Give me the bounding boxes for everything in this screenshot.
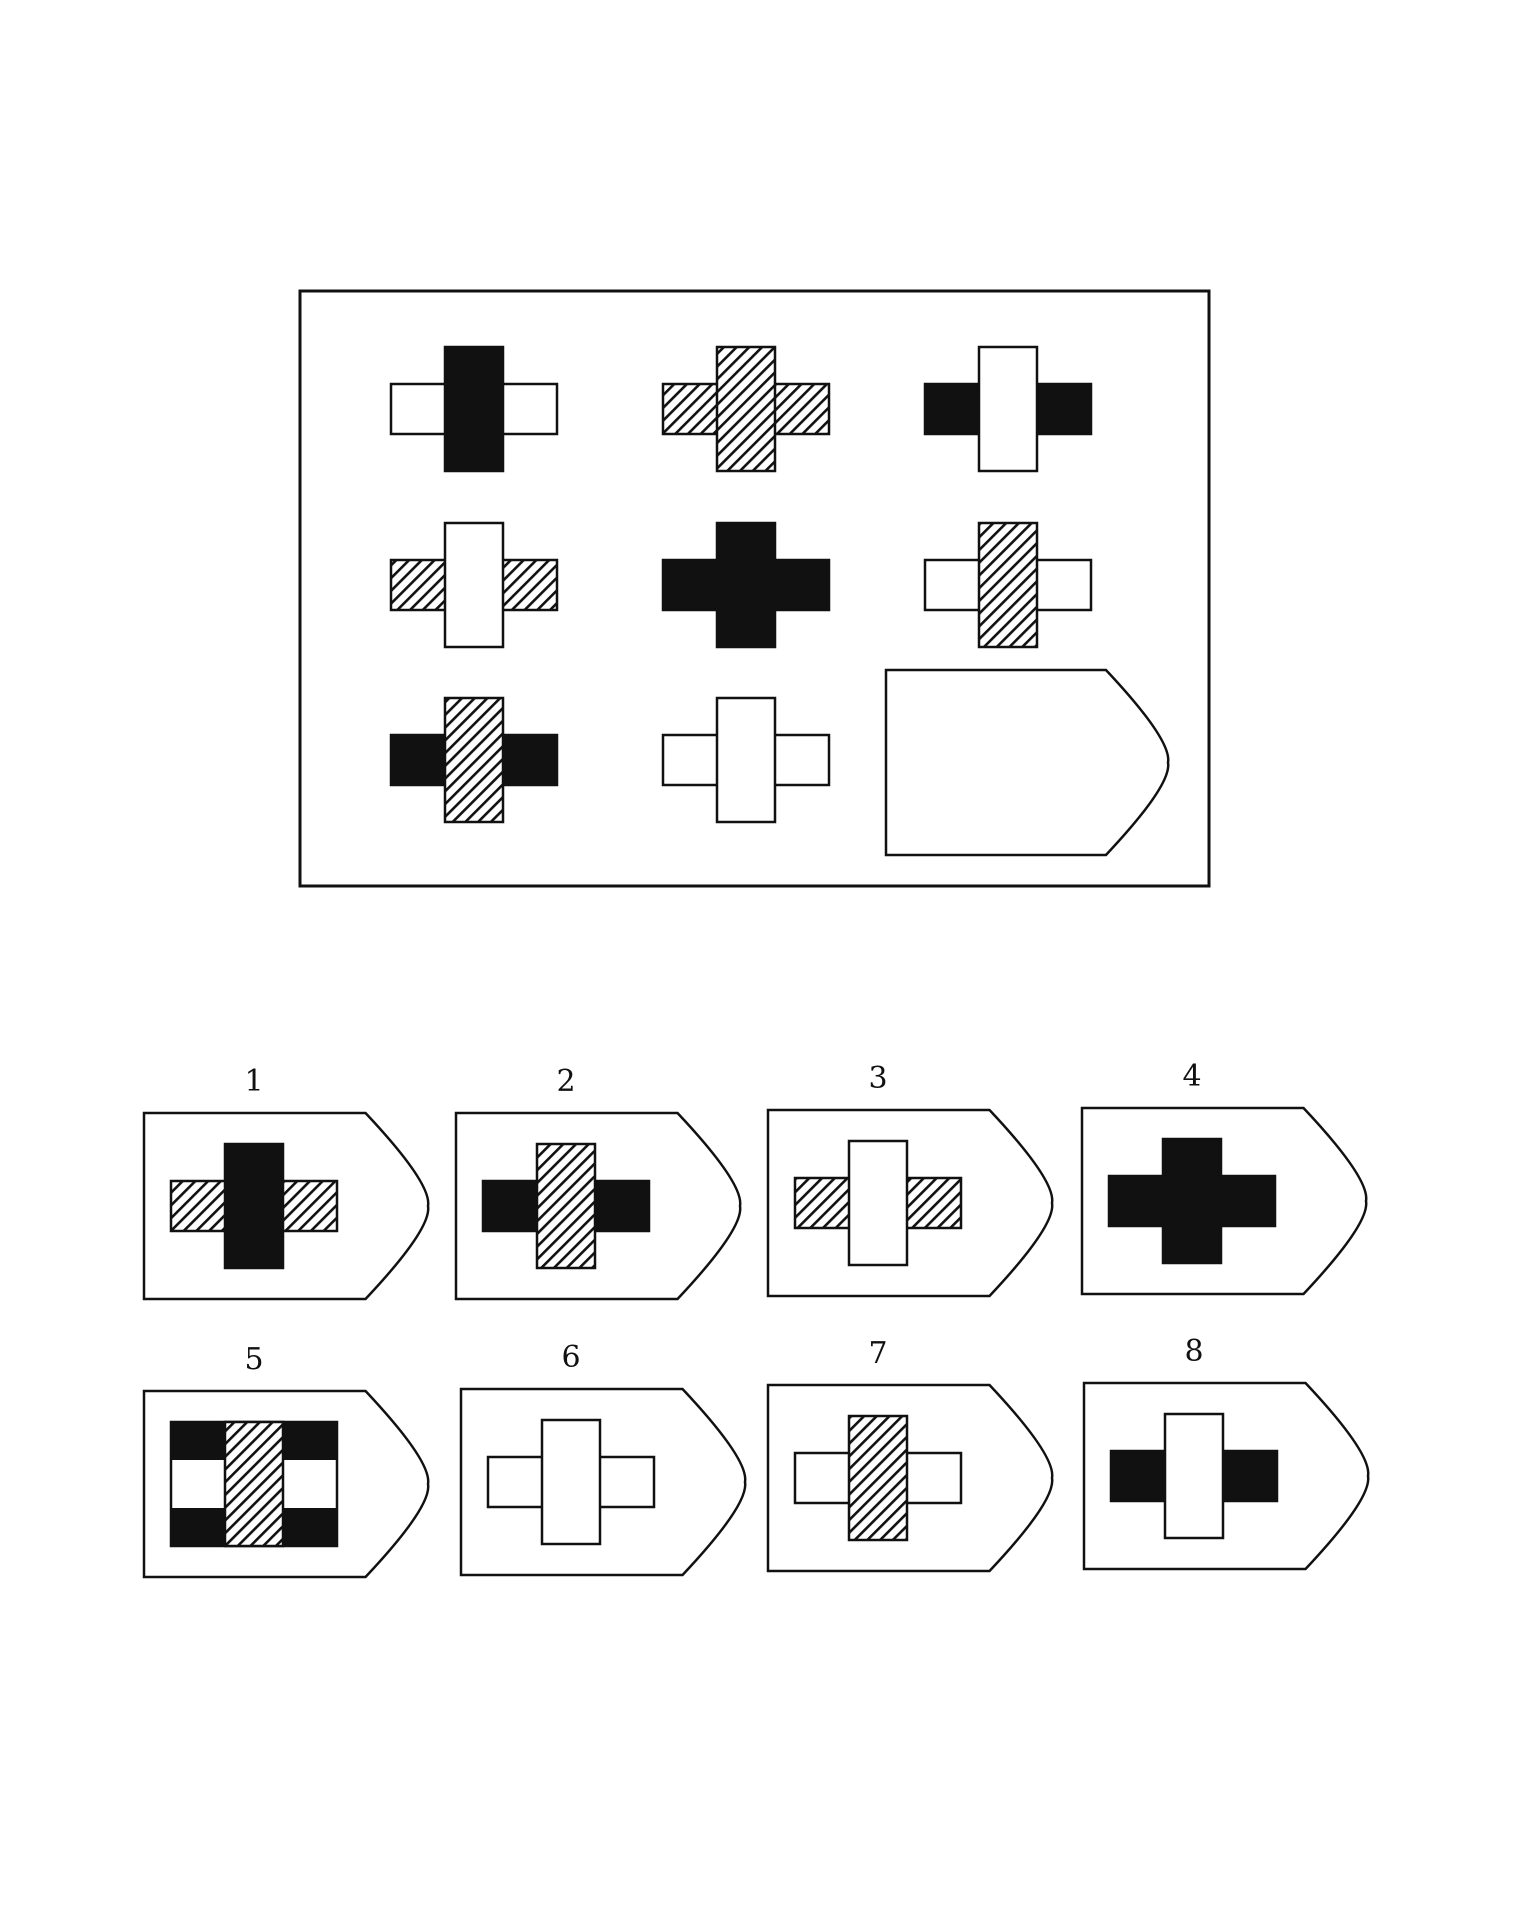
matrix-frame	[298, 289, 1211, 888]
option-figure	[169, 1142, 339, 1270]
answer-option-7[interactable]: 7	[766, 1336, 1054, 1573]
matrix-cell-r2c3-bar	[977, 521, 1039, 649]
option-number: 5	[244, 1342, 263, 1377]
matrix-cell-r3c2	[661, 696, 831, 824]
option-figure-bar	[223, 1420, 285, 1548]
matrix-cell-r2c3	[923, 521, 1093, 649]
option-figure-bar	[847, 1414, 909, 1542]
option-figure	[1107, 1137, 1277, 1265]
matrix-cell-r2c2-bar	[715, 521, 777, 649]
option-figure	[793, 1414, 963, 1542]
answer-option-8[interactable]: 8	[1082, 1334, 1370, 1571]
answer-options: 1 2 3 4 5 6 7 8	[142, 1059, 1370, 1579]
option-number: 2	[556, 1064, 575, 1099]
option-figure	[481, 1142, 651, 1270]
matrix-cell-r1c3	[923, 345, 1093, 473]
option-figure-bar	[847, 1139, 909, 1267]
missing-cell-placeholder	[884, 668, 1170, 857]
option-figure-bar	[1163, 1412, 1225, 1540]
answer-option-6[interactable]: 6	[459, 1340, 747, 1577]
answer-option-3[interactable]: 3	[766, 1061, 1054, 1298]
matrix-panel	[298, 289, 1211, 888]
option-figure	[486, 1418, 656, 1546]
matrix-cell-r3c2-bar	[715, 696, 777, 824]
matrix-cell-r2c1-bar	[443, 521, 505, 649]
option-figure-bar	[223, 1142, 285, 1270]
answer-option-1[interactable]: 1	[142, 1064, 430, 1301]
matrix-cell-r1c2-bar	[715, 345, 777, 473]
option-figure-bar	[1161, 1137, 1223, 1265]
option-number: 4	[1182, 1059, 1201, 1094]
answer-option-4[interactable]: 4	[1080, 1059, 1368, 1296]
option-number: 8	[1184, 1334, 1203, 1369]
option-number: 7	[868, 1336, 887, 1371]
option-figure-bar	[540, 1418, 602, 1546]
option-figure	[169, 1420, 339, 1548]
option-number: 6	[561, 1340, 580, 1375]
matrix-cell-r1c1	[389, 345, 559, 473]
option-figure-bar	[535, 1142, 597, 1270]
option-figure	[793, 1139, 963, 1267]
answer-option-2[interactable]: 2	[454, 1064, 742, 1301]
option-number: 1	[244, 1064, 263, 1099]
matrix-cell-r2c1	[389, 521, 559, 649]
option-number: 3	[868, 1061, 887, 1096]
matrix-cell-r1c3-bar	[977, 345, 1039, 473]
matrix-cell-r1c1-bar	[443, 345, 505, 473]
answer-option-5[interactable]: 5	[142, 1342, 430, 1579]
matrix-cells	[389, 345, 1170, 857]
matrix-cell-r3c1	[389, 696, 559, 824]
matrix-cell-r1c2	[661, 345, 831, 473]
option-figure	[1109, 1412, 1279, 1540]
matrix-cell-r3c1-bar	[443, 696, 505, 824]
matrix-cell-r2c2	[661, 521, 831, 649]
